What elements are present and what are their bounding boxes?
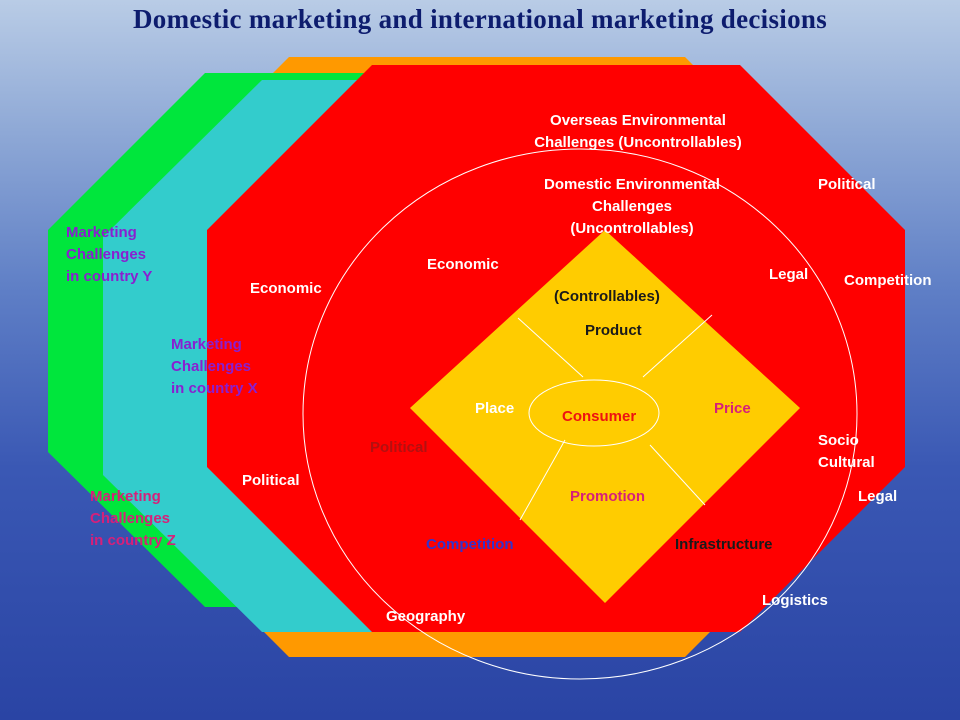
controllables-label: (Controllables) xyxy=(554,288,660,305)
overseas-heading: Overseas Environmental Challenges (Uncon… xyxy=(478,110,798,154)
logistics-label: Logistics xyxy=(762,592,828,609)
place-label: Place xyxy=(475,400,515,417)
legal-outer-label: Legal xyxy=(858,488,898,505)
socio-line-1: Socio xyxy=(818,432,859,449)
socio-line-2: Cultural xyxy=(818,454,875,471)
country-y-label: Marketing Challenges in country Y xyxy=(66,222,152,288)
infrastructure-label: Infrastructure xyxy=(675,536,773,553)
overseas-line-2: Challenges (Uncontrollables) xyxy=(534,134,742,151)
political-outer-right-label: Political xyxy=(818,176,876,193)
competition-outer-label: Competition xyxy=(844,272,932,289)
economic-inner-label: Economic xyxy=(427,256,499,273)
country-y-line-3: in country Y xyxy=(66,268,153,285)
country-x-line-1: Marketing xyxy=(171,336,242,353)
domestic-line-2: Challenges xyxy=(591,198,673,215)
economic-outer-label: Economic xyxy=(250,280,322,297)
political-outer-left-label: Political xyxy=(242,472,300,489)
geography-label: Geography xyxy=(386,608,466,625)
competition-inner-label: Competition xyxy=(426,536,514,553)
consumer-ellipse xyxy=(528,379,660,447)
product-label: Product xyxy=(585,322,642,339)
diamond-dividers xyxy=(517,314,713,521)
slide-title: Domestic marketing and international mar… xyxy=(132,4,828,34)
consumer-label: Consumer xyxy=(562,408,637,425)
country-z-line-2: Challenges xyxy=(90,510,171,527)
promotion-label: Promotion xyxy=(570,488,645,505)
country-y-line-2: Challenges xyxy=(66,246,147,263)
domestic-line-1: Domestic Environmental xyxy=(544,176,720,193)
country-z-line-1: Marketing xyxy=(90,488,161,505)
country-z-line-3: in country Z xyxy=(90,532,176,549)
country-x-line-3: in country X xyxy=(171,380,258,397)
socio-cultural-label: Socio Cultural xyxy=(818,430,875,474)
price-label: Price xyxy=(714,400,751,417)
political-inner-label: Political xyxy=(370,439,428,456)
country-x-line-2: Challenges xyxy=(171,358,252,375)
country-x-label: Marketing Challenges in country X xyxy=(171,334,258,400)
overseas-line-1: Overseas Environmental xyxy=(550,112,726,129)
domestic-heading: Domestic Environmental Challenges (Uncon… xyxy=(482,174,782,240)
domestic-line-3: (Uncontrollables) xyxy=(570,220,694,237)
domestic-circle xyxy=(302,148,858,680)
country-y-line-1: Marketing xyxy=(66,224,137,241)
country-z-label: Marketing Challenges in country Z xyxy=(90,486,176,552)
legal-inner-label: Legal xyxy=(769,266,809,283)
